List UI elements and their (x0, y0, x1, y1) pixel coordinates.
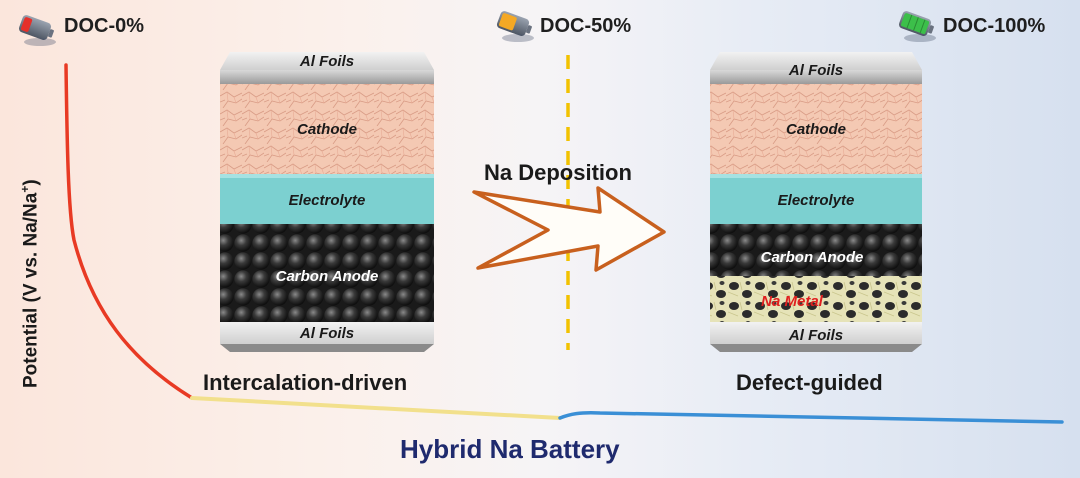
right-arrow-icon (472, 186, 666, 272)
state-label-middle: DOC-50% (540, 15, 632, 37)
right-cathode (710, 84, 922, 174)
footer-title: Hybrid Na Battery (400, 434, 620, 464)
left-cathode (220, 84, 434, 174)
right-anode-label: Carbon Anode (761, 249, 864, 266)
left-electrolyte (220, 174, 434, 224)
state-label-end: DOC-100% (943, 15, 1046, 37)
battery-full-icon (898, 11, 934, 37)
right-bottom-foil (710, 322, 922, 344)
left-carbon-anode (220, 224, 434, 322)
state-label-start: DOC-0% (64, 15, 145, 37)
right-top-foil (710, 70, 922, 84)
left-battery-cell: Al Foils Cathode Electrolyte Carbon Anod… (220, 52, 434, 352)
right-bottom-foil-label: Al Foils (788, 327, 843, 344)
right-electrolyte (710, 174, 922, 224)
curve-segment-red (64, 63, 194, 400)
curve-segment-blue (558, 411, 1064, 424)
curve-segment-yellow (190, 396, 562, 420)
battery-half-icon (496, 11, 532, 37)
left-electrolyte-label: Electrolyte (289, 192, 366, 209)
right-battery-cell: Al Foils Cathode Electrolyte Carbon Anod… (710, 52, 922, 352)
right-electrolyte-label: Electrolyte (778, 192, 855, 209)
y-axis-label-close: ) (20, 179, 42, 186)
y-axis-label-text: Potential (V vs. Na/Na (20, 192, 42, 388)
left-anode-label: Carbon Anode (276, 268, 379, 285)
right-na-metal (710, 276, 922, 322)
left-top-foil-top (220, 52, 434, 70)
battery-empty-icon (18, 15, 54, 41)
right-cell-caption: Defect-guided (736, 370, 883, 395)
left-bottom-foil (220, 322, 434, 344)
left-top-foil (220, 70, 434, 84)
left-bottom-foil-label: Al Foils (299, 325, 354, 342)
right-metal-label: Na Metal (761, 293, 824, 310)
left-cathode-label: Cathode (297, 121, 357, 138)
y-axis-label: Potential (V vs. Na/Na+) (18, 179, 42, 388)
process-label: Na Deposition (484, 160, 632, 185)
right-cathode-label: Cathode (786, 121, 846, 138)
right-carbon-anode (710, 224, 922, 276)
right-top-foil-label: Al Foils (788, 62, 843, 79)
left-top-foil-label: Al Foils (299, 53, 354, 70)
right-top-foil-top (710, 52, 922, 70)
left-cell-caption: Intercalation-driven (203, 370, 408, 395)
y-axis-label-sup: + (18, 185, 32, 193)
